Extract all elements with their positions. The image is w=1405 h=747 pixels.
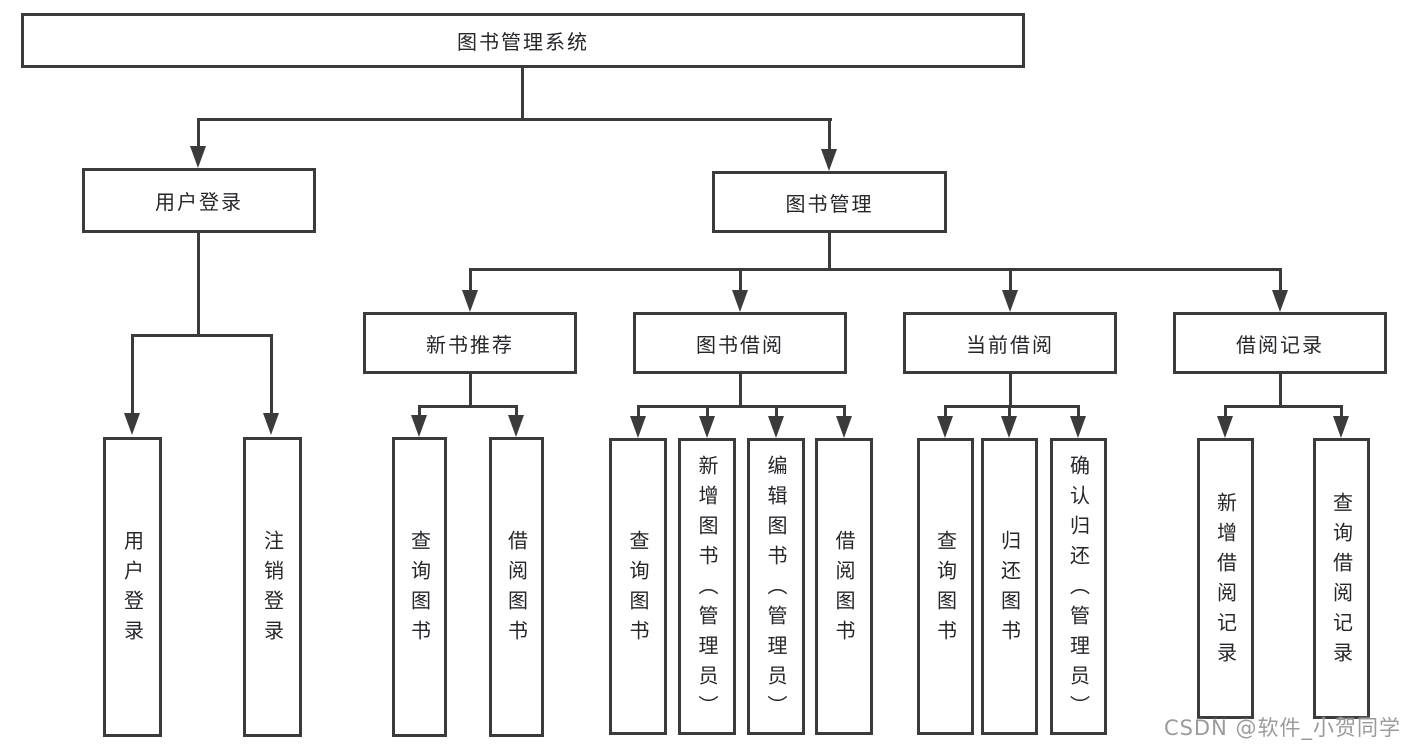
connector-line	[775, 405, 778, 417]
connector-line	[270, 334, 273, 415]
arrowhead-down-icon	[508, 415, 524, 437]
arrowhead-down-icon	[1217, 416, 1233, 438]
arrowhead-down-icon	[190, 146, 206, 168]
leaf-logout: 注销登录	[243, 437, 302, 737]
arrowhead-down-icon	[732, 290, 748, 312]
connector-line	[637, 405, 846, 408]
connector-line	[131, 334, 273, 337]
node-book-management: 图书管理	[712, 171, 947, 233]
connector-line	[1009, 374, 1012, 407]
arrowhead-down-icon	[1272, 290, 1288, 312]
leaf-records-query-record: 查询借阅记录	[1313, 438, 1370, 719]
leaf-user-login: 用户登录	[103, 437, 162, 737]
leaf-current-return-book: 归还图书	[981, 438, 1038, 735]
connector-line	[418, 405, 518, 408]
connector-line	[1224, 405, 1227, 417]
leaf-borrow-borrow-book: 借阅图书	[815, 438, 873, 735]
connector-line	[197, 233, 200, 336]
arrowhead-down-icon	[630, 416, 646, 438]
connector-line	[944, 405, 947, 417]
leaf-borrow-query-book: 查询图书	[609, 438, 667, 735]
connector-line	[1340, 405, 1343, 417]
arrowhead-down-icon	[699, 416, 715, 438]
node-current-borrow: 当前借阅	[903, 312, 1117, 374]
leaf-recommend-borrow-book: 借阅图书	[489, 437, 544, 737]
connector-line	[521, 68, 524, 120]
arrowhead-down-icon	[1002, 290, 1018, 312]
leaf-recommend-query-book: 查询图书	[392, 437, 447, 737]
connector-line	[637, 405, 640, 417]
connector-line	[828, 118, 831, 151]
connector-line	[1077, 405, 1080, 417]
arrowhead-down-icon	[836, 416, 852, 438]
connector-line	[739, 268, 742, 294]
arrowhead-down-icon	[768, 416, 784, 438]
connector-line	[944, 405, 1080, 408]
connector-line	[1279, 374, 1282, 407]
connector-line	[131, 334, 134, 415]
leaf-current-query-book: 查询图书	[917, 438, 974, 735]
connector-line	[418, 405, 421, 417]
arrowhead-down-icon	[263, 413, 279, 435]
leaf-borrow-add-book-admin: 新增图书（管理员）	[678, 438, 736, 735]
node-book-borrow: 图书借阅	[633, 312, 847, 374]
connector-line	[197, 118, 832, 121]
connector-line	[197, 118, 200, 148]
node-library-management-system: 图书管理系统	[21, 13, 1025, 68]
csdn-watermark: CSDN @软件_小贺同学	[1163, 716, 1401, 740]
connector-line	[469, 268, 472, 294]
arrowhead-down-icon	[124, 413, 140, 435]
node-borrow-records: 借阅记录	[1173, 312, 1387, 374]
connector-line	[469, 374, 472, 407]
connector-line	[739, 374, 742, 407]
connector-line	[1279, 268, 1282, 294]
connector-line	[469, 268, 1282, 271]
node-new-book-recommend: 新书推荐	[363, 312, 577, 374]
connector-line	[1224, 405, 1343, 408]
arrowhead-down-icon	[411, 415, 427, 437]
leaf-records-add-record: 新增借阅记录	[1197, 438, 1254, 719]
arrowhead-down-icon	[821, 149, 837, 171]
arrowhead-down-icon	[1333, 416, 1349, 438]
leaf-current-confirm-return-admin: 确认归还（管理员）	[1050, 438, 1107, 735]
connector-line	[828, 233, 831, 271]
arrowhead-down-icon	[1001, 416, 1017, 438]
node-user-login: 用户登录	[82, 168, 316, 233]
leaf-borrow-edit-book-admin: 编辑图书（管理员）	[747, 438, 805, 735]
connector-line	[515, 405, 518, 417]
connector-line	[1009, 268, 1012, 294]
arrowhead-down-icon	[937, 416, 953, 438]
connector-line	[706, 405, 709, 417]
arrowhead-down-icon	[462, 290, 478, 312]
connector-line	[1008, 405, 1011, 417]
arrowhead-down-icon	[1070, 416, 1086, 438]
connector-line	[843, 405, 846, 417]
